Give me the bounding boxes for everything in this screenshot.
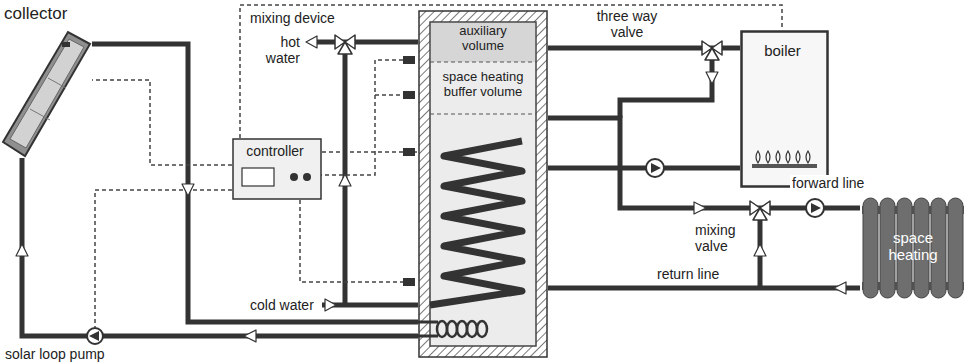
collector-frame [3,32,90,156]
part-label: solar loop pump [5,346,105,362]
solar-coil [477,321,487,337]
solar-collector-outline [0,4,92,158]
storage-tank-outline [418,10,548,358]
flow-arrow [16,244,28,256]
part-label: hot water [255,34,300,66]
auxiliary-zone [431,23,535,62]
solar-coil [457,321,467,337]
pump-direction [89,331,99,341]
valve-branch-pipe [620,48,712,118]
burner-flame [766,151,770,163]
flow-arrow [306,36,317,48]
part-label: mixing valve [695,222,750,254]
control-wire [300,200,403,282]
node-text: space heating buffer volume [433,70,533,100]
collector-glazing [30,109,50,120]
flow-arrow [754,244,766,256]
temperature-sensor [62,42,70,47]
flow-arrow [706,72,718,84]
flow-arrow [339,174,351,186]
solar-coil [447,321,457,337]
node-text: collector [4,4,67,24]
flow-arrow [182,184,194,196]
node-text: controller [232,143,318,159]
pump-symbol [87,328,103,344]
storage-tank: auxiliary volume space heating buffer vol… [418,10,548,358]
temperature-sensor [403,56,415,64]
burner-bar [752,164,817,168]
node-text: boiler [740,42,825,59]
pipe-connector [22,158,418,336]
temperature-sensor [403,91,415,99]
temperature-sensor [403,278,415,286]
pump-symbol [806,199,824,217]
tank-interior [430,22,536,346]
hot-water-pipe [310,40,418,45]
part-label: mixing device [250,10,335,26]
pump-direction [811,203,821,213]
pipe-connector [548,166,740,171]
controller-button [303,173,311,181]
flow-arrow [325,299,336,311]
temperature-sensor [403,148,415,156]
control-wire [95,190,232,327]
line-label: forward line [790,175,866,191]
tank-insulation [419,11,547,357]
radiator-fin [863,198,878,298]
controller-button [290,173,298,181]
valve-symbol [705,48,719,60]
pipe-connector [92,44,418,322]
solar-collector: collector [0,4,92,158]
pump-direction [651,163,661,173]
flow-arrow [834,282,846,294]
valve-symbol [338,42,352,54]
collector-glazing [48,78,66,88]
controller-display [242,168,274,186]
radiator: space heating [860,196,966,300]
node-text: auxiliary volume [448,24,518,54]
flow-arrow [694,202,706,214]
pump-symbol [646,159,664,177]
control-wire [375,94,403,96]
burner-flame [756,151,760,163]
control-wire [318,60,403,175]
burner-flame [806,151,810,163]
burner-flame [796,151,800,163]
boiler-box: boiler [740,30,829,188]
radiator-fin [948,198,963,298]
burner-flame [776,151,780,163]
burner-flame [786,151,790,163]
valve-symbol [753,208,767,220]
collector-glazing [10,39,84,148]
controller-box: controller [232,138,322,200]
solar-coil [418,322,438,336]
pipe-connector [548,286,860,291]
node-text: space heating [873,229,953,264]
zone-boundary [430,61,536,62]
part-label: three way valve [592,8,662,40]
zone-boundary [430,113,536,114]
control-wire [92,80,232,165]
part-label: cold water [250,297,314,313]
controller-housing [233,139,321,199]
line-label: return line [655,266,721,282]
hot-water-coil [430,141,522,305]
solar-coil [467,321,477,337]
flow-arrow [244,330,256,342]
solar-coil [437,321,447,337]
